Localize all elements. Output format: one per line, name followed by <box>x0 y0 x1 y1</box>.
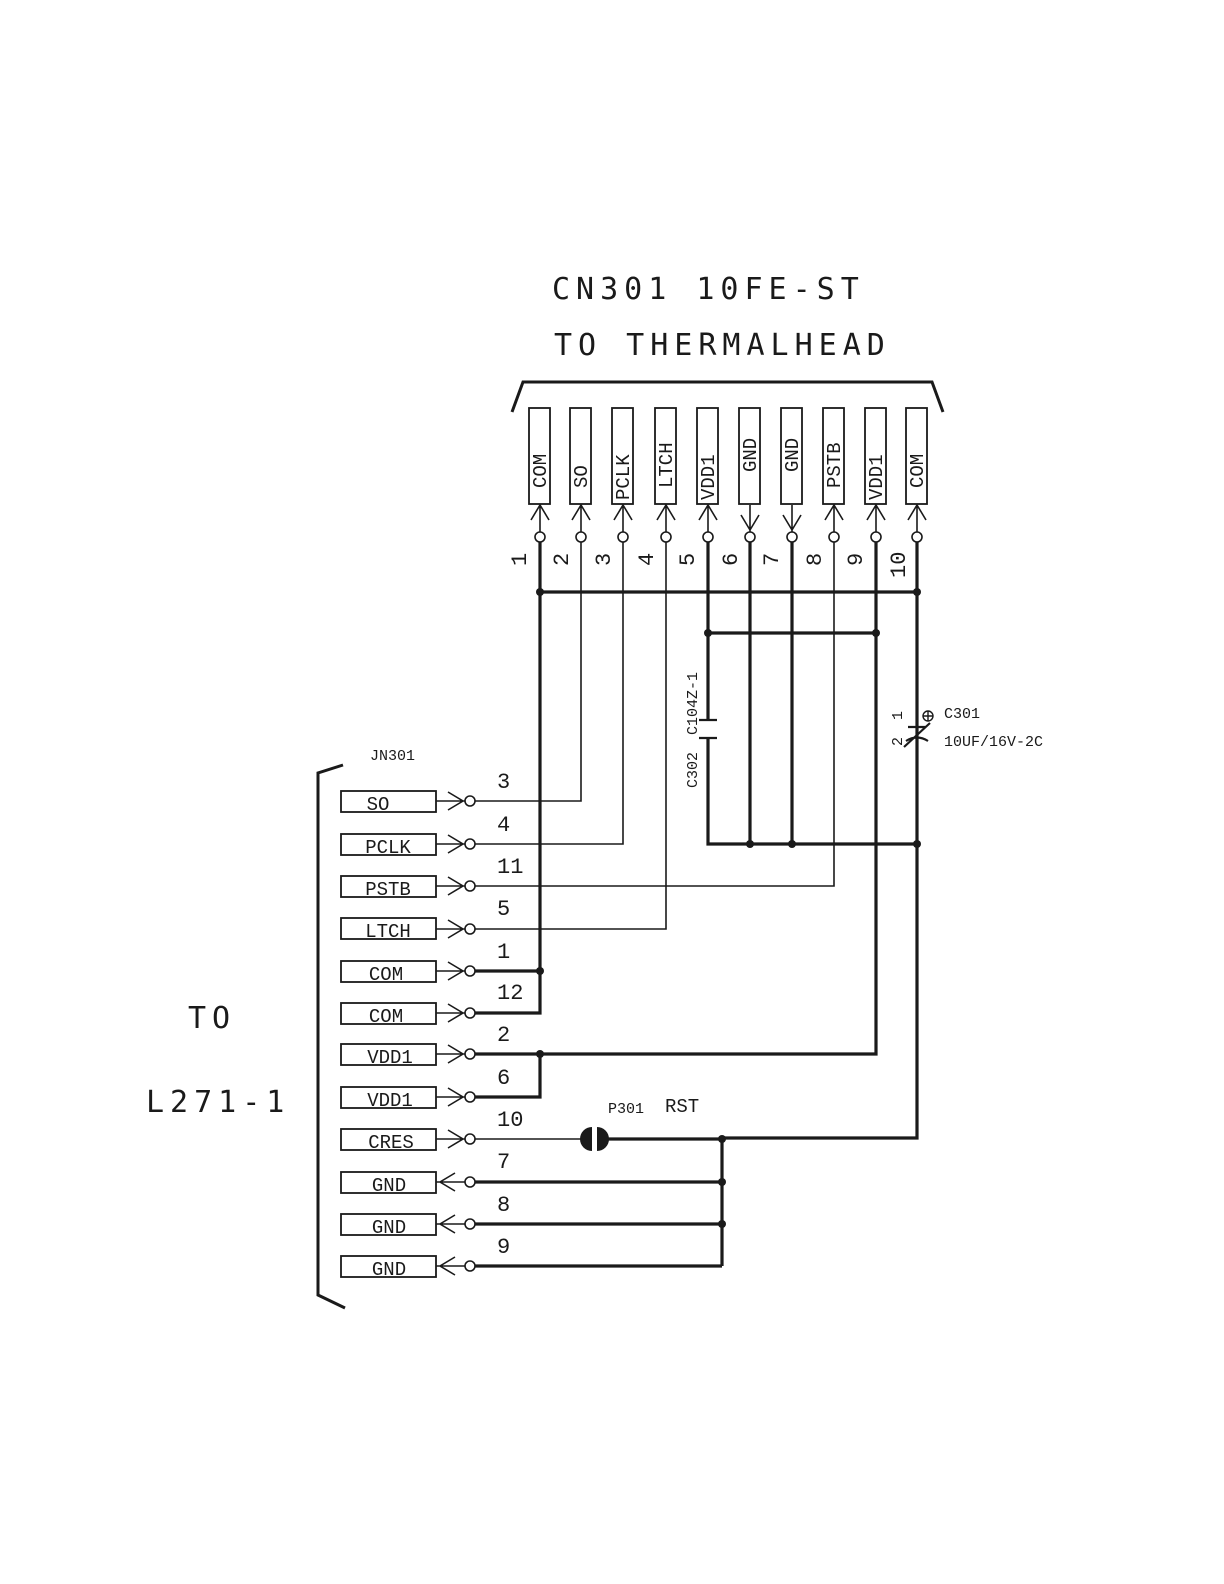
left-pin-number: 4 <box>497 813 510 838</box>
top-pin-number: 5 <box>676 553 701 566</box>
top-pin-number: 4 <box>635 553 660 566</box>
left-pin-signal: CRES <box>368 1132 414 1154</box>
top-pin-number: 3 <box>592 553 617 566</box>
top-pin-number: 8 <box>803 553 828 566</box>
jumper-p301: P301 RST <box>580 1096 699 1151</box>
junction-dots <box>536 588 921 1228</box>
top-pin-number: 10 <box>887 552 912 578</box>
left-pin-signal: GND <box>372 1217 406 1239</box>
top-pin-signal: SO <box>571 465 593 488</box>
top-pin-signal: COM <box>907 454 929 488</box>
left-pin-signal: PSTB <box>365 879 411 901</box>
top-pin-numbers: 1 2 3 4 5 6 7 8 9 10 <box>508 552 912 578</box>
left-connector-pins <box>341 791 436 1277</box>
left-destination-line1: TO <box>188 1001 236 1036</box>
p301-label: RST <box>665 1096 699 1118</box>
top-connector-subtitle: TO THERMALHEAD <box>554 328 891 363</box>
left-pin-signal: GND <box>372 1259 406 1281</box>
capacitor-c301: 1 2 C301 10UF/16V-2C <box>890 706 1043 751</box>
left-pin-signals: SO PCLK PSTB LTCH COM COM VDD1 VDD1 CRES… <box>365 794 414 1281</box>
top-pin-number: 9 <box>844 553 869 566</box>
left-pin-signal: GND <box>372 1175 406 1197</box>
top-connector-title: CN301 10FE-ST <box>552 272 865 307</box>
top-pin-box <box>570 408 591 504</box>
left-pin-number: 1 <box>497 940 510 965</box>
top-pin-signal: PSTB <box>824 442 846 488</box>
top-pin-signal: VDD1 <box>866 454 888 500</box>
c301-pin1: 1 <box>890 711 907 720</box>
left-pin-signal: VDD1 <box>367 1090 413 1112</box>
top-pin-number: 1 <box>508 553 533 566</box>
p301-ref: P301 <box>608 1101 644 1118</box>
wiring <box>475 542 917 1266</box>
left-pin-signal: SO <box>367 794 390 816</box>
left-pin-number: 3 <box>497 770 510 795</box>
left-pin-terminals <box>436 792 497 1275</box>
top-pin-number: 7 <box>760 553 785 566</box>
left-pin-number: 10 <box>497 1108 523 1133</box>
left-pin-number: 11 <box>497 855 523 880</box>
top-pin-number: 6 <box>719 553 744 566</box>
left-pin-number: 12 <box>497 981 523 1006</box>
c302-ref: C302 <box>685 752 702 788</box>
left-pin-number: 6 <box>497 1066 510 1091</box>
capacitor-c302: C302 C104Z-1 <box>685 672 717 788</box>
left-pin-number: 2 <box>497 1023 510 1048</box>
top-pin-signal: PCLK <box>613 454 635 500</box>
left-pin-number: 5 <box>497 897 510 922</box>
left-pin-signal: VDD1 <box>367 1047 413 1069</box>
top-pin-signal: GND <box>740 438 762 472</box>
left-destination-line2: L271-1 <box>146 1085 290 1120</box>
top-pin-signal: GND <box>782 438 804 472</box>
top-pin-signal: COM <box>530 454 552 488</box>
left-pin-number: 9 <box>497 1235 510 1260</box>
top-pin-signal: VDD1 <box>698 454 720 500</box>
left-pin-signal: COM <box>369 1006 403 1028</box>
left-pin-number: 8 <box>497 1193 510 1218</box>
top-pin-signal: LTCH <box>656 442 678 488</box>
left-pin-signal: PCLK <box>365 837 411 859</box>
left-pin-number: 7 <box>497 1150 510 1175</box>
left-connector-ref: JN301 <box>370 748 415 765</box>
c301-ref: C301 <box>944 706 980 723</box>
top-pin-terminals <box>531 505 926 542</box>
c301-value: 10UF/16V-2C <box>944 734 1043 751</box>
top-pin-number: 2 <box>550 553 575 566</box>
left-pin-signal: LTCH <box>365 921 411 943</box>
c302-value: C104Z-1 <box>685 672 702 735</box>
left-pin-signal: COM <box>369 964 403 986</box>
c301-pin2: 2 <box>890 737 907 746</box>
